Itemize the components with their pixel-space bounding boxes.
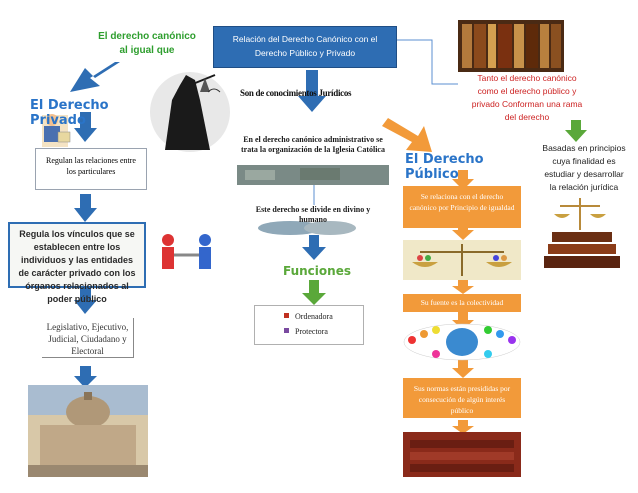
arrow-down-privado-1: [74, 112, 97, 142]
publico-box-2: Su fuente es la colectividad: [403, 294, 521, 312]
arrow-down-publico-1: [452, 170, 474, 190]
left-header-text: El derecho canónico al igual que: [98, 31, 196, 56]
thinking-person-image: [42, 114, 71, 147]
publico-title: El Derecho Público: [405, 152, 484, 182]
privado-box-1: Regulan las relaciones entre los particu…: [35, 148, 147, 190]
arrow-down-center-2: [302, 235, 326, 260]
center-box-1: En el derecho canónico administrativo se…: [241, 135, 385, 154]
bullet-icons: [284, 313, 289, 333]
vatican-image: [28, 385, 148, 477]
law-books-image: [540, 195, 624, 273]
arrow-down-publico-6: [452, 420, 474, 434]
arrow-down-funciones: [302, 280, 326, 305]
funciones-item-1: Ordenadora: [295, 312, 333, 321]
privado-box-3: Legislativo, Ejecutivo, Judicial, Ciudad…: [42, 318, 134, 358]
arrow-diagonal-orange: [382, 118, 432, 152]
publico-box-3: Sus normas están presididas por consecuc…: [403, 378, 521, 418]
arrow-down-privado-4: [74, 366, 97, 388]
aerial-city-image: [237, 165, 389, 185]
arrow-diagonal-left: [70, 62, 120, 92]
arrow-down-publico-3: [452, 280, 474, 294]
clouds-image: [258, 221, 356, 235]
books-shelf-image: [458, 20, 564, 72]
arrow-down-center: [298, 70, 326, 112]
people-globe-image: [403, 323, 521, 361]
parliament-image: [403, 432, 521, 477]
center-heading: Son de conocimientos Jurídicos: [240, 88, 352, 98]
center-box-2: Este derecho se divide en divino y human…: [255, 205, 371, 224]
funciones-box: Ordenadora Protectora: [254, 305, 364, 345]
scale-people-image: [403, 240, 521, 280]
main-title-box: Relación del Derecho Canónico con el Der…: [213, 26, 397, 68]
right-side-text: Basadas en principios cuya finalidad es …: [542, 143, 626, 192]
arrow-down-right-green: [565, 120, 587, 142]
right-header-text: Tanto el derecho canónico como el derech…: [471, 73, 583, 122]
publico-box-1: Se relaciona con el derecho canónico por…: [403, 186, 521, 228]
handshake-people-image: [152, 225, 222, 280]
arrow-down-privado-2: [74, 194, 97, 222]
funciones-title: Funciones: [283, 264, 351, 278]
privado-title: El Derecho Privado: [30, 98, 109, 128]
justice-statue-image: [150, 72, 230, 152]
privado-box-2: Regula los vínculos que se establecen en…: [8, 222, 146, 304]
connector-line-right: [396, 39, 458, 85]
arrow-down-publico-5: [452, 359, 474, 378]
main-title-text: Relación del Derecho Canónico con el Der…: [232, 34, 378, 58]
arrow-down-privado-3: [74, 288, 97, 314]
funciones-item-2: Protectora: [295, 327, 328, 336]
